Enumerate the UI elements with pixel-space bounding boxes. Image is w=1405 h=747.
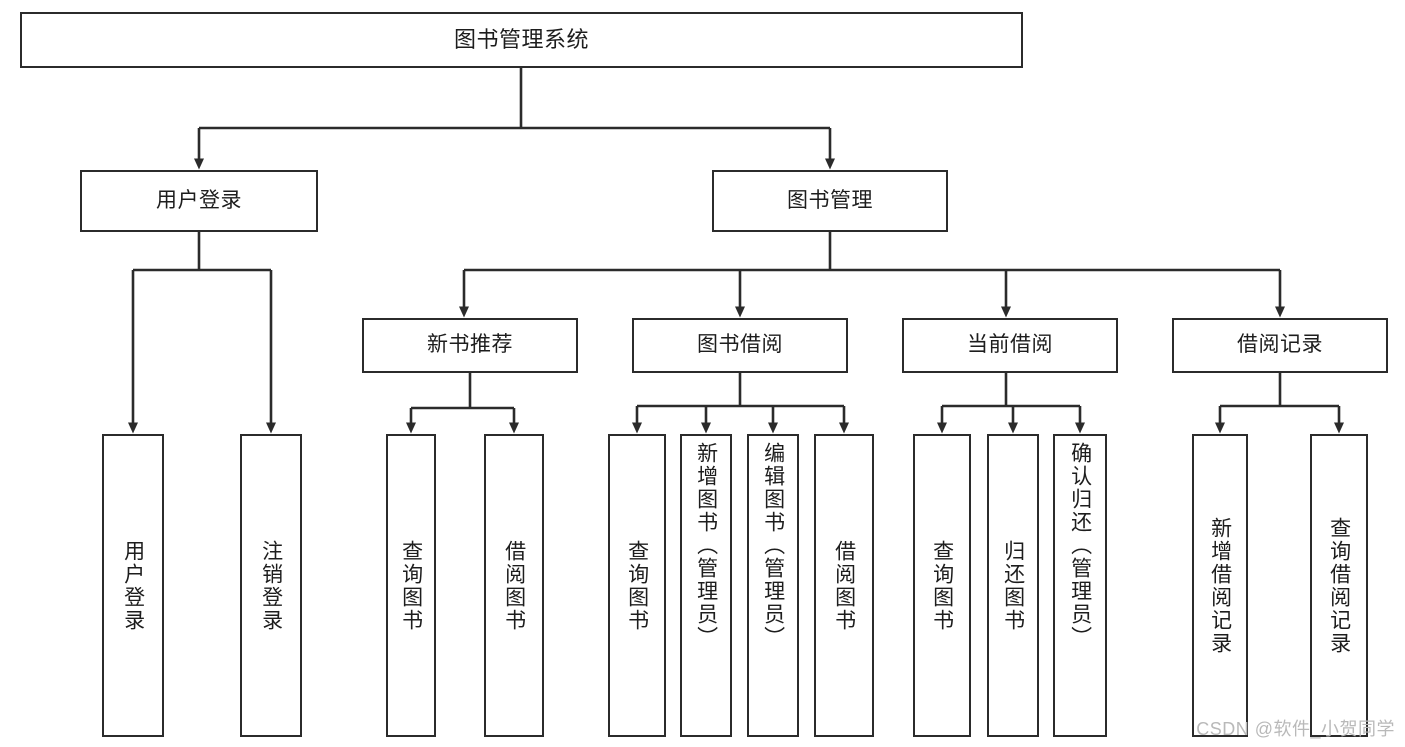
- node-leaf-query-book-cb[interactable]: 查询图书: [913, 434, 971, 737]
- node-label: 借阅记录: [1237, 333, 1323, 357]
- current-borrow-children-connectors: [937, 373, 1085, 434]
- node-label: 当前借阅: [967, 333, 1053, 357]
- node-leaf-add-borrow-record[interactable]: 新增借阅记录: [1192, 434, 1248, 737]
- leaf-text-wrap: 查询图书: [623, 436, 650, 735]
- book-manage-children-connectors: [459, 232, 1285, 318]
- leaf-text-wrap: 注销登录: [257, 436, 284, 735]
- node-label: 图书管理系统: [453, 27, 589, 53]
- node-leaf-edit-book-admin[interactable]: 编辑图书（管理员）: [747, 434, 799, 737]
- leaf-text-wrap: 新增图书（管理员）: [692, 436, 719, 735]
- node-label: 图书管理: [787, 188, 873, 212]
- leaf-text-wrap: 查询图书: [397, 436, 424, 735]
- node-label: 查询借阅记录: [1327, 516, 1351, 655]
- node-book-management-system[interactable]: 图书管理系统: [20, 12, 1023, 68]
- node-label: 用户登录: [121, 539, 145, 632]
- new-book-rec-children-connectors: [406, 373, 519, 434]
- node-leaf-query-book-bb[interactable]: 查询图书: [608, 434, 666, 737]
- node-label: 图书借阅: [697, 333, 783, 357]
- node-leaf-user-login[interactable]: 用户登录: [102, 434, 164, 737]
- node-leaf-query-borrow-record[interactable]: 查询借阅记录: [1310, 434, 1368, 737]
- node-book-borrow[interactable]: 图书借阅: [632, 318, 848, 373]
- node-new-book-recommend[interactable]: 新书推荐: [362, 318, 578, 373]
- node-leaf-query-book-nbr[interactable]: 查询图书: [386, 434, 436, 737]
- node-leaf-borrow-book-bb[interactable]: 借阅图书: [814, 434, 874, 737]
- node-label: 查询图书: [625, 539, 649, 632]
- leaf-text-wrap: 借阅图书: [500, 436, 527, 735]
- leaf-text-wrap: 确认归还（管理员）: [1066, 436, 1093, 735]
- leaf-text-wrap: 归还图书: [999, 436, 1026, 735]
- node-user-login[interactable]: 用户登录: [80, 170, 318, 232]
- node-label: 新书推荐: [427, 333, 513, 357]
- node-label: 确认归还（管理员）: [1068, 442, 1092, 649]
- node-label: 新增借阅记录: [1208, 516, 1232, 655]
- node-book-management[interactable]: 图书管理: [712, 170, 948, 232]
- leaf-text-wrap: 查询借阅记录: [1325, 436, 1352, 735]
- leaf-text-wrap: 用户登录: [119, 436, 146, 735]
- leaf-text-wrap: 新增借阅记录: [1206, 436, 1233, 735]
- node-leaf-return-book[interactable]: 归还图书: [987, 434, 1039, 737]
- node-label: 注销登录: [259, 539, 283, 632]
- node-label: 查询图书: [399, 539, 423, 632]
- node-leaf-logout[interactable]: 注销登录: [240, 434, 302, 737]
- node-label: 编辑图书（管理员）: [761, 442, 785, 649]
- root-to-level2-connectors: [194, 68, 835, 170]
- node-label: 归还图书: [1001, 539, 1025, 632]
- borrow-record-children-connectors: [1215, 373, 1344, 434]
- leaf-text-wrap: 编辑图书（管理员）: [759, 436, 786, 735]
- node-label: 借阅图书: [502, 539, 526, 632]
- user-login-children-connectors: [128, 232, 276, 434]
- node-label: 借阅图书: [832, 539, 856, 632]
- node-label: 用户登录: [156, 188, 242, 212]
- node-leaf-add-book-admin[interactable]: 新增图书（管理员）: [680, 434, 732, 737]
- node-current-borrow[interactable]: 当前借阅: [902, 318, 1118, 373]
- node-label: 查询图书: [930, 539, 954, 632]
- node-leaf-borrow-book-nbr[interactable]: 借阅图书: [484, 434, 544, 737]
- node-leaf-confirm-return-admin[interactable]: 确认归还（管理员）: [1053, 434, 1107, 737]
- book-borrow-children-connectors: [632, 373, 849, 434]
- leaf-text-wrap: 借阅图书: [830, 436, 857, 735]
- node-label: 新增图书（管理员）: [694, 442, 718, 649]
- leaf-text-wrap: 查询图书: [928, 436, 955, 735]
- node-borrow-record[interactable]: 借阅记录: [1172, 318, 1388, 373]
